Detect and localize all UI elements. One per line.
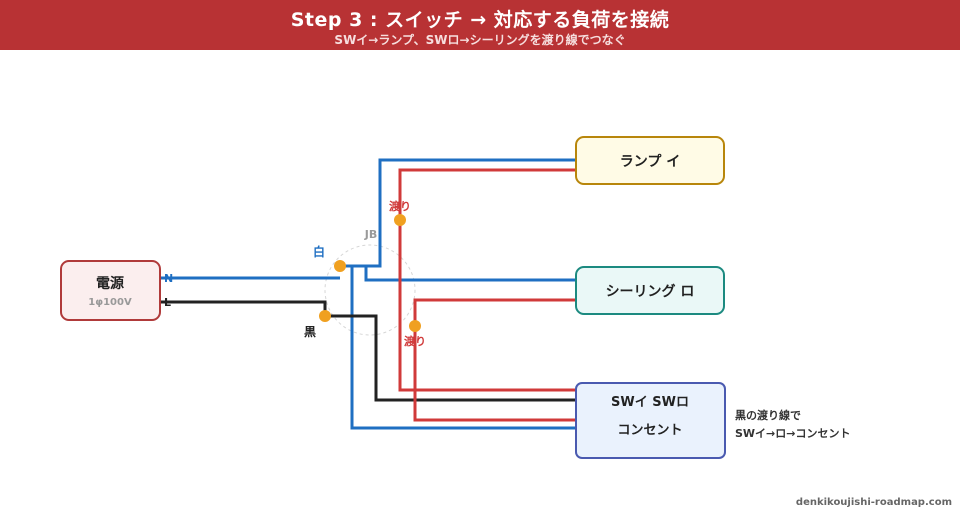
terminal-n-label: N (164, 272, 173, 285)
connector-jumper-2 (409, 320, 421, 332)
note-line-2: SWイ→ロ→コンセント (735, 427, 851, 440)
power-source-box: 電源 1φ100V (60, 260, 161, 321)
switch-outlet-box: SWイ SWロ コンセント (575, 382, 726, 459)
connector-jumper-1 (394, 214, 406, 226)
switched-wires (398, 168, 576, 422)
terminal-l-label: L (164, 296, 171, 309)
black-wire-label: 黒 (304, 325, 316, 339)
jumper-label-2: 渡り (404, 334, 426, 348)
hot-wire-switch (325, 314, 576, 402)
connector-black (319, 310, 331, 322)
connector-white (334, 260, 346, 272)
white-wire-label: 白 (313, 244, 325, 259)
ceiling-label: シーリング ロ (606, 283, 695, 300)
header-banner: Step 3 : スイッチ → 対応する負荷を接続 SWイ→ランプ、SWロ→シー… (0, 0, 960, 50)
power-source-spec: 1φ100V (88, 297, 132, 308)
junction-box-label: JB (364, 228, 377, 241)
hot-wires (160, 300, 576, 402)
hot-wire-power (160, 300, 327, 316)
page-title: Step 3 : スイッチ → 対応する負荷を接続 (290, 9, 670, 31)
footer-site: denkikoujishi-roadmap.com (795, 497, 952, 508)
ceiling-box: シーリング ロ (575, 266, 725, 315)
neutral-wire-ceiling (340, 264, 576, 282)
jumper-label-1: 渡り (389, 199, 411, 213)
power-source-label: 電源 (96, 275, 124, 292)
neutral-wire-lamp (340, 158, 576, 268)
page-subtitle: SWイ→ランプ、SWロ→シーリングを渡り線でつなぐ (334, 33, 626, 47)
outlet-label: コンセント (617, 423, 682, 438)
switched-wire-lamp (398, 168, 576, 392)
switch-label: SWイ SWロ (611, 395, 689, 410)
lamp-box: ランプ イ (575, 136, 725, 185)
lamp-label: ランプ イ (620, 154, 680, 170)
switched-wire-ceiling (413, 298, 576, 422)
neutral-wires (160, 158, 576, 430)
note-line-1: 黒の渡り線で (735, 408, 801, 422)
junction-box-outline (324, 244, 416, 336)
